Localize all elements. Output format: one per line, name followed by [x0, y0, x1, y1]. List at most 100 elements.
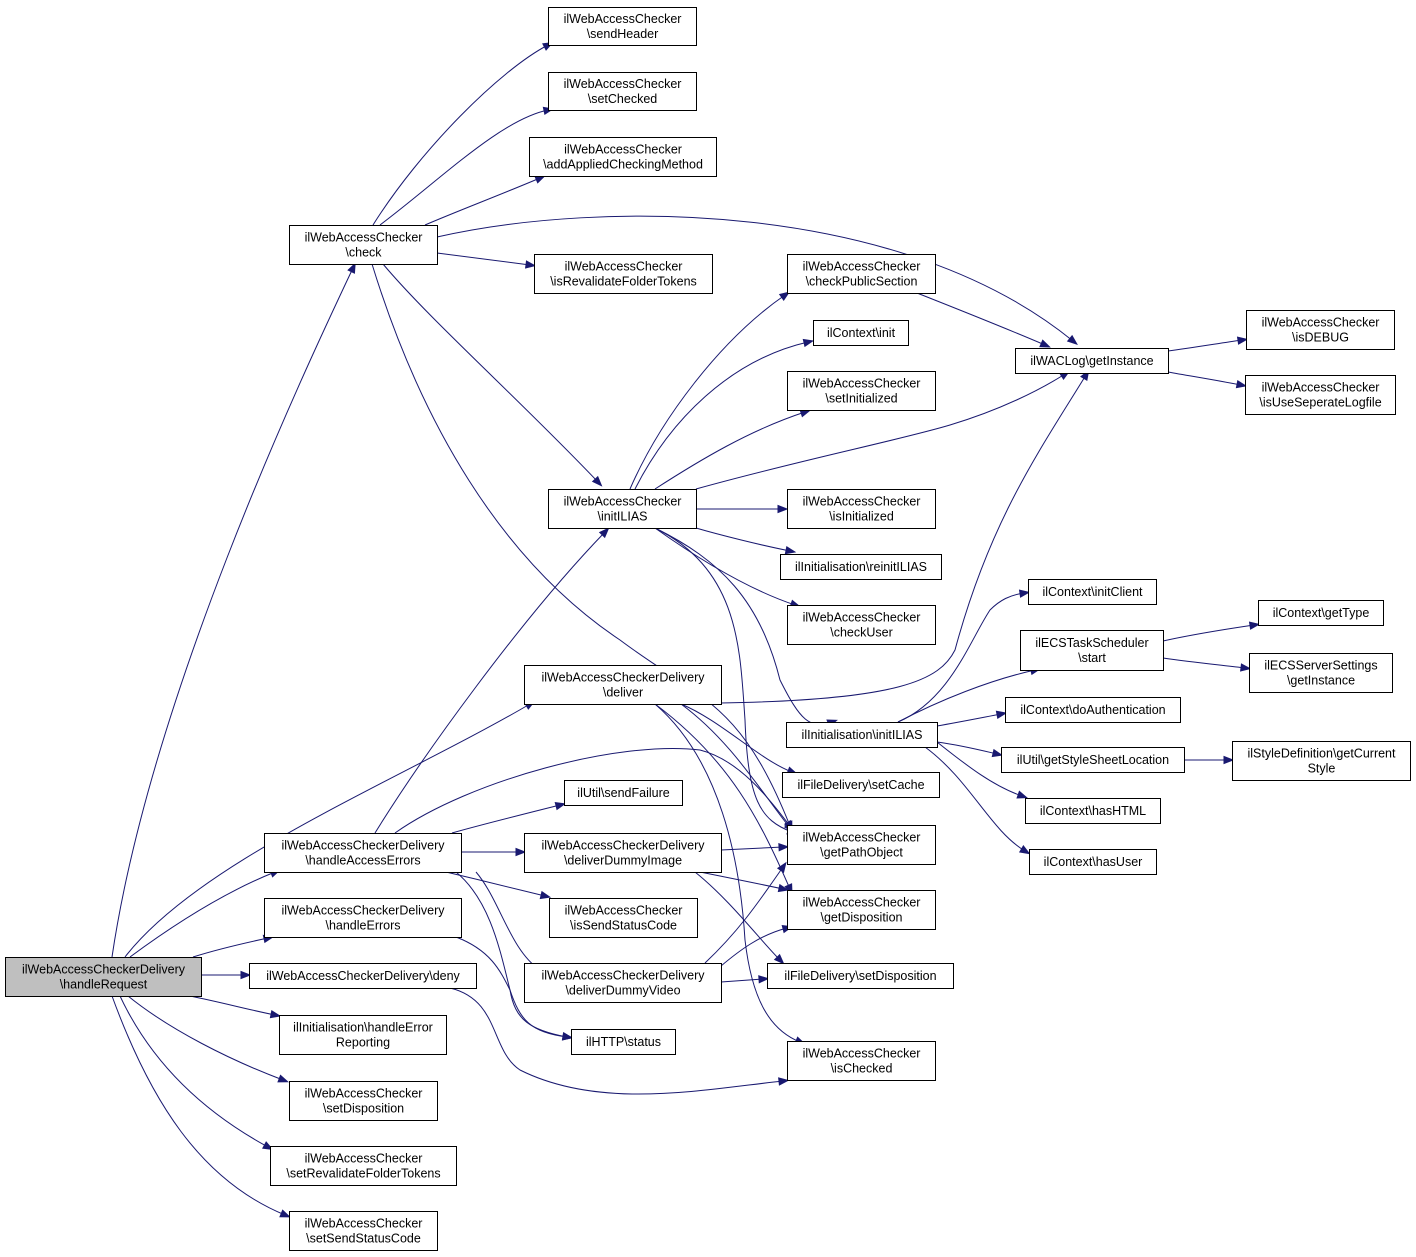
node-box[interactable] [289, 225, 438, 265]
node-getPath[interactable]: ilWebAccessChecker\getPathObject [787, 825, 936, 865]
node-handleAccess[interactable]: ilWebAccessCheckerDelivery\handleAccessE… [264, 833, 462, 873]
node-box[interactable] [1232, 741, 1411, 781]
node-isRevalidate[interactable]: ilWebAccessChecker\isRevalidateFolderTok… [534, 254, 713, 294]
node-box[interactable] [270, 1146, 457, 1186]
node-box[interactable] [1029, 849, 1157, 875]
node-ctxInit[interactable]: ilContext\init [813, 320, 909, 346]
node-box[interactable] [1005, 697, 1181, 723]
node-isInitialized[interactable]: ilWebAccessChecker\isInitialized [787, 489, 936, 529]
node-box[interactable] [289, 1211, 438, 1251]
node-httpStatus[interactable]: ilHTTP\status [571, 1029, 676, 1055]
node-box[interactable] [786, 722, 938, 748]
node-box[interactable] [264, 898, 462, 938]
node-box[interactable] [548, 72, 697, 111]
node-addApplied[interactable]: ilWebAccessChecker\addAppliedCheckingMet… [529, 137, 717, 177]
node-isDebug[interactable]: ilWebAccessChecker\isDEBUG [1246, 310, 1395, 350]
node-sendFailure[interactable]: ilUtil\sendFailure [564, 780, 683, 806]
node-box[interactable] [787, 605, 936, 645]
node-box[interactable] [249, 963, 477, 989]
node-dummyImage[interactable]: ilWebAccessCheckerDelivery\deliverDummyI… [524, 833, 722, 873]
node-dummyVideo[interactable]: ilWebAccessCheckerDelivery\deliverDummyV… [524, 963, 722, 1003]
node-label: \addAppliedCheckingMethod [543, 158, 703, 172]
node-box[interactable] [787, 489, 936, 529]
node-deliver[interactable]: ilWebAccessCheckerDelivery\deliver [524, 665, 722, 705]
node-box[interactable] [1246, 310, 1395, 350]
node-box[interactable] [1025, 798, 1161, 824]
node-box[interactable] [264, 833, 462, 873]
node-box[interactable] [1249, 653, 1393, 693]
node-setCache[interactable]: ilFileDelivery\setCache [782, 772, 940, 798]
node-setChecked[interactable]: ilWebAccessChecker\setChecked [548, 72, 697, 111]
node-setSendStatus[interactable]: ilWebAccessChecker\setSendStatusCode [289, 1211, 438, 1251]
node-label: ilECSTaskScheduler [1035, 636, 1148, 650]
node-ecsStart[interactable]: ilECSTaskScheduler\start [1020, 630, 1164, 671]
node-box[interactable] [767, 963, 954, 989]
node-box[interactable] [524, 665, 722, 705]
node-hasUser[interactable]: ilContext\hasUser [1029, 849, 1157, 875]
node-initILIAS[interactable]: ilWebAccessChecker\initILIAS [548, 489, 697, 529]
node-initILIAS2[interactable]: ilInitialisation\initILIAS [786, 722, 938, 748]
node-box[interactable] [787, 254, 936, 294]
node-isSendStatus[interactable]: ilWebAccessChecker\isSendStatusCode [549, 898, 698, 938]
node-fdSetDisp[interactable]: ilFileDelivery\setDisposition [767, 963, 954, 989]
node-hasHTML[interactable]: ilContext\hasHTML [1025, 798, 1161, 824]
node-box[interactable] [529, 137, 717, 177]
node-getType[interactable]: ilContext\getType [1258, 600, 1384, 626]
node-isUseSep[interactable]: ilWebAccessChecker\isUseSeperateLogfile [1245, 375, 1396, 415]
call-edge [629, 294, 786, 490]
node-box[interactable] [787, 825, 936, 865]
node-sendHeader[interactable]: ilWebAccessChecker\sendHeader [548, 7, 697, 46]
node-box[interactable] [780, 554, 942, 580]
node-box[interactable] [548, 7, 697, 46]
node-label: \getInstance [1287, 674, 1355, 688]
node-label: \setInitialized [825, 392, 897, 406]
node-wacLog[interactable]: ilWACLog\getInstance [1015, 348, 1169, 374]
node-box[interactable] [787, 1041, 936, 1081]
node-box[interactable] [813, 320, 909, 346]
node-box[interactable] [1020, 630, 1164, 671]
nodes-layer: ilWebAccessCheckerDelivery\handleRequest… [5, 7, 1411, 1251]
node-box[interactable] [1001, 747, 1185, 773]
node-label: \check [345, 246, 382, 260]
arrowhead [534, 175, 546, 184]
node-reinit[interactable]: ilInitialisation\reinitILIAS [780, 554, 942, 580]
node-ecsServer[interactable]: ilECSServerSettings\getInstance [1249, 653, 1393, 693]
node-box[interactable] [548, 489, 697, 529]
node-box[interactable] [564, 780, 683, 806]
node-label: ilWebAccessChecker [803, 1047, 921, 1061]
node-deny[interactable]: ilWebAccessCheckerDelivery\deny [249, 963, 477, 989]
node-check[interactable]: ilWebAccessChecker\check [289, 225, 438, 265]
node-box[interactable] [571, 1029, 676, 1055]
node-initClient[interactable]: ilContext\initClient [1028, 579, 1157, 605]
node-isChecked[interactable]: ilWebAccessChecker\isChecked [787, 1041, 936, 1081]
node-box[interactable] [5, 957, 202, 997]
node-getDisp[interactable]: ilWebAccessChecker\getDisposition [787, 890, 936, 930]
call-edge [192, 937, 269, 958]
node-styleSheet[interactable]: ilUtil\getStyleSheetLocation [1001, 747, 1185, 773]
node-box[interactable] [524, 833, 722, 873]
node-checkPublic[interactable]: ilWebAccessChecker\checkPublicSection [787, 254, 936, 294]
node-box[interactable] [1015, 348, 1169, 374]
node-root[interactable]: ilWebAccessCheckerDelivery\handleRequest [5, 957, 202, 997]
node-box[interactable] [549, 898, 698, 938]
node-box[interactable] [787, 371, 936, 411]
node-box[interactable] [1258, 600, 1384, 626]
node-box[interactable] [782, 772, 940, 798]
node-box[interactable] [787, 890, 936, 930]
node-doAuth[interactable]: ilContext\doAuthentication [1005, 697, 1181, 723]
node-handleErrors[interactable]: ilWebAccessCheckerDelivery\handleErrors [264, 898, 462, 938]
node-setDispo[interactable]: ilWebAccessChecker\setDisposition [289, 1081, 438, 1121]
node-checkUser[interactable]: ilWebAccessChecker\checkUser [787, 605, 936, 645]
call-edge [699, 871, 784, 890]
node-box[interactable] [524, 963, 722, 1003]
call-edge [936, 741, 998, 755]
node-box[interactable] [289, 1081, 438, 1121]
node-box[interactable] [1028, 579, 1157, 605]
node-setInitialized[interactable]: ilWebAccessChecker\setInitialized [787, 371, 936, 411]
node-box[interactable] [1245, 375, 1396, 415]
node-box[interactable] [534, 254, 713, 294]
node-setRevalidate[interactable]: ilWebAccessChecker\setRevalidateFolderTo… [270, 1146, 457, 1186]
node-box[interactable] [279, 1015, 447, 1055]
